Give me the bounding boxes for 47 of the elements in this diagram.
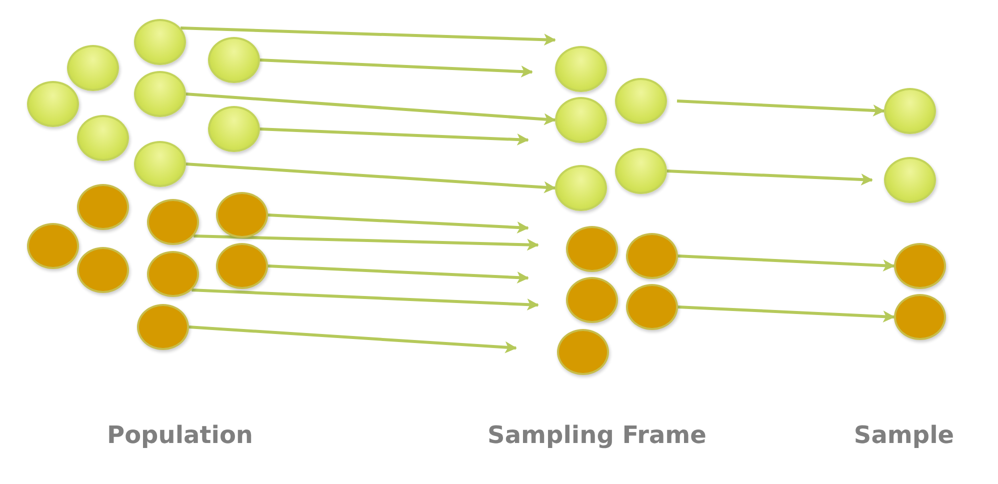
arrow: [192, 288, 539, 311]
circle: [555, 165, 607, 211]
circle: [208, 106, 260, 152]
circle: [894, 243, 946, 289]
arrow: [268, 214, 529, 234]
circle: [27, 81, 79, 127]
circle: [77, 247, 129, 293]
circle: [566, 226, 618, 272]
circle: [134, 19, 186, 65]
circle: [147, 251, 199, 297]
circle: [557, 329, 609, 375]
circle: [137, 304, 189, 350]
circle: [208, 37, 260, 83]
arrow: [268, 264, 529, 284]
group-label: Population: [106, 423, 254, 447]
circle: [147, 199, 199, 245]
circle: [884, 157, 936, 203]
arrow: [676, 100, 885, 116]
circle: [134, 141, 186, 187]
group-label: Sampling Frame: [488, 423, 706, 447]
circle: [77, 184, 129, 230]
arrow: [188, 326, 517, 354]
circle: [884, 88, 936, 134]
arrow: [180, 26, 556, 46]
arrow: [666, 170, 873, 186]
circle: [566, 277, 618, 323]
arrow: [678, 254, 895, 272]
circle: [615, 78, 667, 124]
circle: [77, 115, 129, 161]
circle: [615, 148, 667, 194]
circle: [555, 46, 607, 92]
circle: [27, 223, 79, 269]
circle: [67, 45, 119, 91]
circle: [626, 233, 678, 279]
arrow: [194, 234, 539, 251]
circle: [134, 71, 186, 117]
arrow: [678, 306, 895, 322]
arrow: [186, 92, 556, 126]
arrow: [260, 128, 529, 146]
group-label: Sample: [854, 423, 954, 447]
circle: [626, 284, 678, 330]
circle: [555, 97, 607, 143]
arrow: [260, 58, 533, 78]
circle: [216, 192, 268, 238]
circle: [216, 243, 268, 289]
circle: [894, 294, 946, 340]
arrow: [186, 162, 556, 194]
